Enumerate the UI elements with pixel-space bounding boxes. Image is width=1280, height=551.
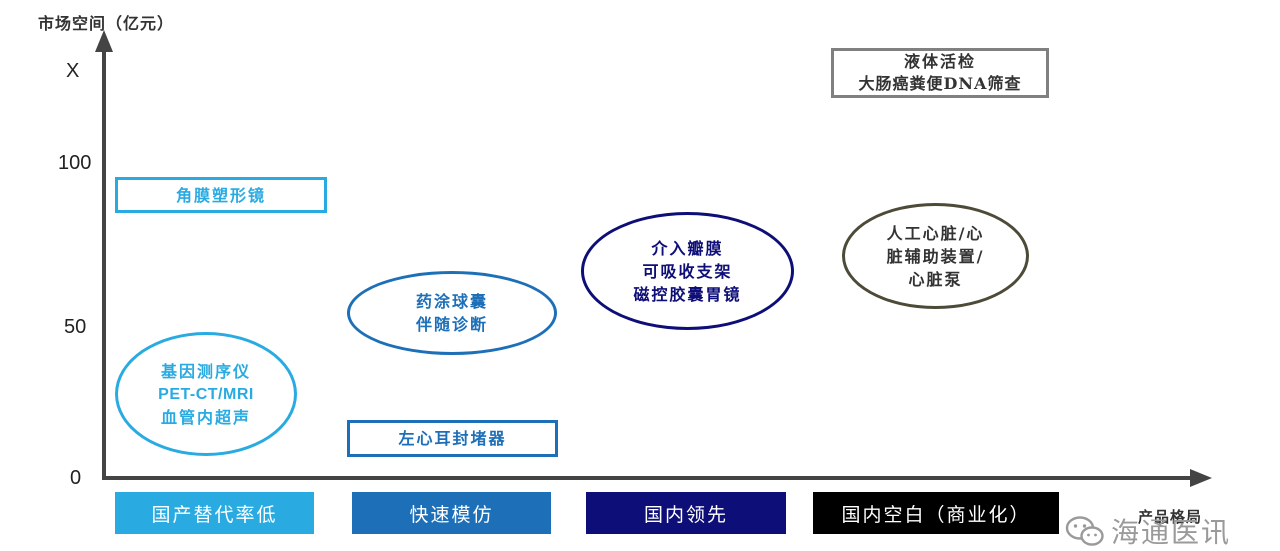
category-label: 国产替代率低 bbox=[151, 503, 278, 526]
node-cornea-label: 角膜塑形镜 bbox=[175, 185, 266, 205]
watermark: 海通医讯 bbox=[1065, 511, 1231, 551]
node-heart-line: 脏辅助装置/ bbox=[886, 246, 985, 266]
wechat-icon bbox=[1065, 516, 1104, 546]
node-valve: 介入瓣膜 可吸收支架 磁控胶囊胃镜 bbox=[581, 212, 794, 330]
node-genetic: 基因测序仪 PET-CT/MRI 血管内超声 bbox=[115, 332, 297, 456]
watermark-text: 海通医讯 bbox=[1111, 516, 1232, 549]
category-domestic-blank: 国内空白（商业化） bbox=[813, 492, 1059, 534]
node-liquid-line: 大肠癌粪便DNA筛查 bbox=[858, 74, 1022, 93]
y-tick-100: 100 bbox=[58, 152, 92, 174]
node-heart-line: 心脏泵 bbox=[908, 269, 963, 289]
y-axis-arrow bbox=[95, 30, 113, 52]
y-tick-0: 0 bbox=[70, 467, 82, 489]
y-axis-label: 市场空间（亿元） bbox=[38, 14, 175, 33]
node-occluder-label: 左心耳封堵器 bbox=[398, 429, 507, 448]
category-label: 快速模仿 bbox=[409, 503, 494, 526]
node-occluder: 左心耳封堵器 bbox=[347, 420, 558, 457]
node-valve-line: 磁控胶囊胃镜 bbox=[633, 284, 742, 304]
node-genetic-line: 血管内超声 bbox=[160, 407, 251, 427]
x-axis-arrow bbox=[1190, 469, 1212, 487]
node-genetic-line: 基因测序仪 bbox=[160, 361, 251, 381]
node-genetic-line: PET-CT/MRI bbox=[158, 385, 254, 403]
node-balloon-line: 伴随诊断 bbox=[415, 315, 488, 334]
node-heart: 人工心脏/心 脏辅助装置/ 心脏泵 bbox=[842, 203, 1029, 309]
node-balloon: 药涂球囊 伴随诊断 bbox=[347, 271, 557, 355]
category-label: 国内空白（商业化） bbox=[841, 503, 1031, 526]
x-axis-label: 产品格局 bbox=[1138, 508, 1203, 526]
node-cornea: 角膜塑形镜 bbox=[115, 177, 327, 213]
node-heart-line: 人工心脏/心 bbox=[886, 223, 985, 243]
category-label: 国内领先 bbox=[643, 503, 728, 526]
node-liquid-line: 液体活检 bbox=[903, 52, 976, 71]
category-domestic-leading: 国内领先 bbox=[586, 492, 786, 534]
node-balloon-line: 药涂球囊 bbox=[415, 292, 488, 311]
y-tick-50: 50 bbox=[64, 316, 87, 338]
category-low-localization: 国产替代率低 bbox=[115, 492, 314, 534]
node-valve-line: 可吸收支架 bbox=[642, 261, 733, 281]
category-fast-imitation: 快速模仿 bbox=[352, 492, 551, 534]
y-tick-x: X bbox=[66, 60, 80, 82]
node-valve-line: 介入瓣膜 bbox=[651, 238, 724, 258]
node-liquid: 液体活检 大肠癌粪便DNA筛查 bbox=[831, 48, 1049, 98]
